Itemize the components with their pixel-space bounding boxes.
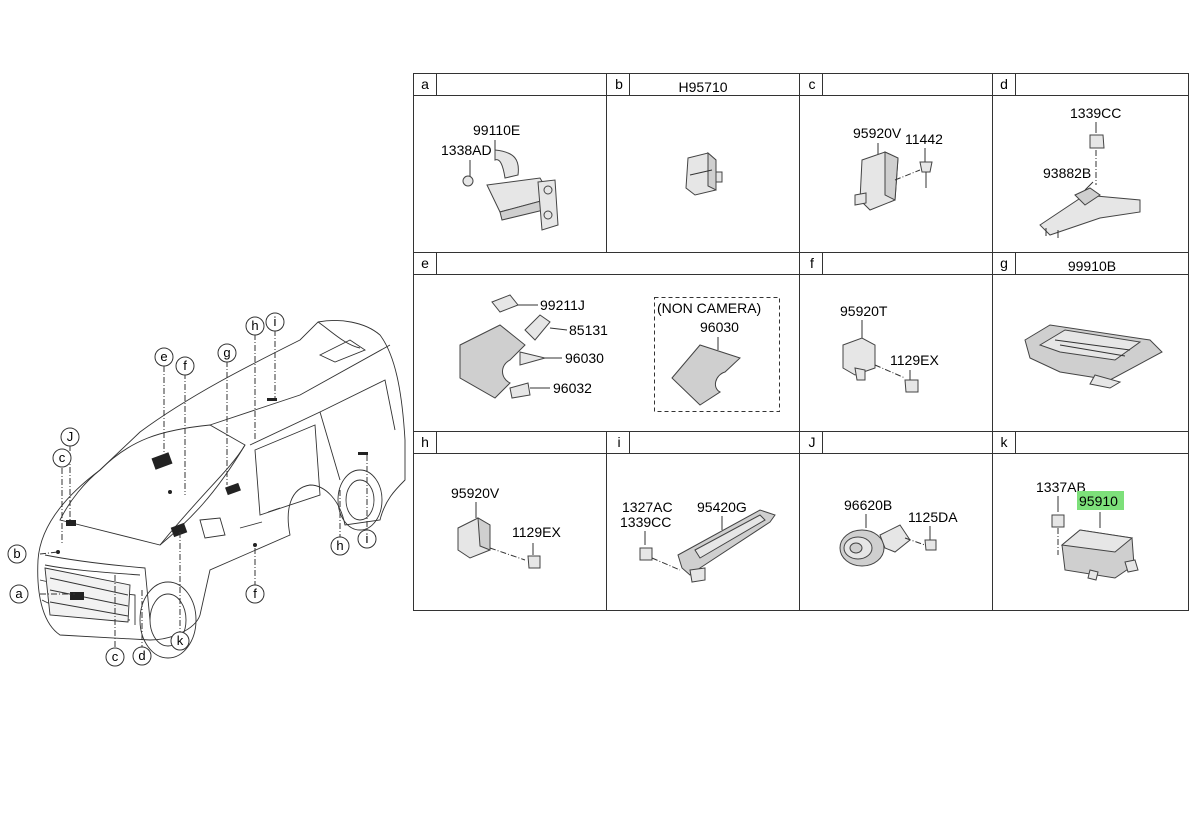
- cell-letter-f: f: [810, 255, 814, 271]
- cell-letter-i: i: [617, 434, 620, 450]
- svg-text:f: f: [183, 358, 187, 373]
- svg-text:d: d: [138, 648, 145, 663]
- part-label-1125DA: 1125DA: [908, 509, 958, 525]
- part-drawing-95920T: [842, 320, 919, 393]
- part-label-95420G: 95420G: [697, 499, 747, 515]
- cell-title-g: 99910B: [1068, 258, 1116, 274]
- part-label-96030-non-camera: 96030: [700, 319, 739, 335]
- cell-letter-J: J: [809, 434, 816, 450]
- svg-text:f: f: [253, 586, 257, 601]
- van-callout-h2: h: [330, 536, 350, 556]
- cell-title-b: H95710: [678, 79, 727, 95]
- van-callout-i2: i: [357, 529, 377, 549]
- part-label-1327AC: 1327AC: [622, 499, 673, 515]
- svg-text:i: i: [274, 314, 277, 329]
- part-drawing-99110E: [462, 140, 559, 231]
- svg-text:c: c: [59, 450, 66, 465]
- part-label-99211J: 99211J: [540, 297, 585, 313]
- cell-J: J 96620B 1125DA: [809, 434, 958, 567]
- cell-f: f 95920T 1129EX: [810, 255, 939, 393]
- part-label-96620B: 96620B: [844, 497, 892, 513]
- part-label-1338AD: 1338AD: [441, 142, 492, 158]
- cell-g: g 99910B: [1000, 255, 1163, 389]
- cell-letter-b: b: [615, 76, 623, 92]
- svg-text:b: b: [13, 546, 20, 561]
- highlight-95910: [1077, 491, 1124, 510]
- cell-c: c 95920V 11442: [809, 76, 943, 211]
- van-callout-i1: i: [265, 312, 285, 332]
- cell-k: k 1337AB 95910: [1001, 434, 1139, 581]
- svg-text:a: a: [15, 586, 23, 601]
- rear-wheel: [337, 469, 383, 531]
- mounted-parts: [56, 398, 368, 600]
- van-callout-h1: h: [245, 316, 265, 336]
- part-drawing-95920V: [854, 143, 933, 211]
- part-drawing-93882B: [1039, 122, 1141, 238]
- cell-letter-g: g: [1000, 255, 1008, 271]
- part-label-11442: 11442: [905, 131, 943, 147]
- grille: [44, 567, 131, 623]
- part-label-99110E: 99110E: [473, 122, 520, 138]
- part-label-1339CC-i: 1339CC: [620, 514, 671, 530]
- part-drawing-96030-non-camera: [671, 337, 741, 406]
- part-label-93882B: 93882B: [1043, 165, 1091, 181]
- part-drawing-96620B: [839, 514, 937, 567]
- part-drawing-cell-e: [459, 294, 568, 399]
- part-label-95920V: 95920V: [853, 125, 902, 141]
- cell-letter-h: h: [421, 434, 429, 450]
- part-label-1339CC: 1339CC: [1070, 105, 1121, 121]
- cell-h: h 95920V 1129EX: [421, 434, 561, 569]
- svg-text:c: c: [112, 649, 119, 664]
- van-callout-j: J: [60, 427, 80, 447]
- part-label-85131: 85131: [569, 322, 608, 338]
- svg-text:i: i: [366, 531, 369, 546]
- part-label-96032: 96032: [553, 380, 592, 396]
- svg-text:J: J: [67, 429, 74, 444]
- parts-grid: a 99110E 1338AD b H95710 c 95920V 11442: [413, 73, 1189, 611]
- part-label-1129EX-h: 1129EX: [512, 524, 561, 540]
- van-callout-c1: c: [52, 448, 72, 468]
- cell-letter-k: k: [1001, 434, 1009, 450]
- part-label-1129EX: 1129EX: [890, 352, 939, 368]
- svg-text:h: h: [251, 318, 258, 333]
- van-callout-d: d: [132, 646, 152, 666]
- front-wheel: [139, 581, 197, 659]
- van-callout-c2: c: [105, 647, 125, 667]
- cell-letter-d: d: [1000, 76, 1008, 92]
- non-camera-label: (NON CAMERA): [657, 300, 761, 316]
- svg-text:e: e: [160, 349, 167, 364]
- van-callout-e: e: [154, 347, 174, 367]
- van-callout-f1: f: [175, 356, 195, 376]
- cell-letter-a: a: [421, 76, 429, 92]
- part-drawing-95920V-h: [457, 502, 541, 569]
- part-label-95920V-h: 95920V: [451, 485, 500, 501]
- svg-text:h: h: [336, 538, 343, 553]
- part-label-96030: 96030: [565, 350, 604, 366]
- van-callout-f2: f: [245, 584, 265, 604]
- cell-e: e 99211J 85131 96030 96032 (NON CAMERA) …: [421, 255, 780, 412]
- part-drawing-95420G: [639, 509, 776, 583]
- cell-a: a 99110E 1338AD: [421, 76, 559, 231]
- van-callout-a: a: [9, 584, 29, 604]
- svg-text:k: k: [177, 633, 184, 648]
- part-label-95920T: 95920T: [840, 303, 888, 319]
- part-label-95910: 95910: [1079, 493, 1118, 509]
- cell-letter-e: e: [421, 255, 429, 271]
- vehicle-overview-illustration: a b c J e f g h i c d k f h i: [7, 312, 406, 667]
- cell-d: d 1339CC 93882B: [1000, 76, 1141, 238]
- cell-b: b H95710: [615, 76, 728, 196]
- part-drawing-99910B: [1024, 324, 1163, 389]
- part-label-1337AB: 1337AB: [1036, 479, 1086, 495]
- van-callout-k: k: [170, 631, 190, 651]
- part-drawing-95910: [1051, 496, 1139, 581]
- part-drawing-H95710: [685, 151, 723, 196]
- van-callout-b: b: [7, 544, 27, 564]
- svg-text:g: g: [223, 345, 230, 360]
- cell-i: i 1327AC 1339CC 95420G: [617, 434, 776, 583]
- van-callout-g: g: [217, 343, 237, 363]
- cell-letter-c: c: [809, 76, 816, 92]
